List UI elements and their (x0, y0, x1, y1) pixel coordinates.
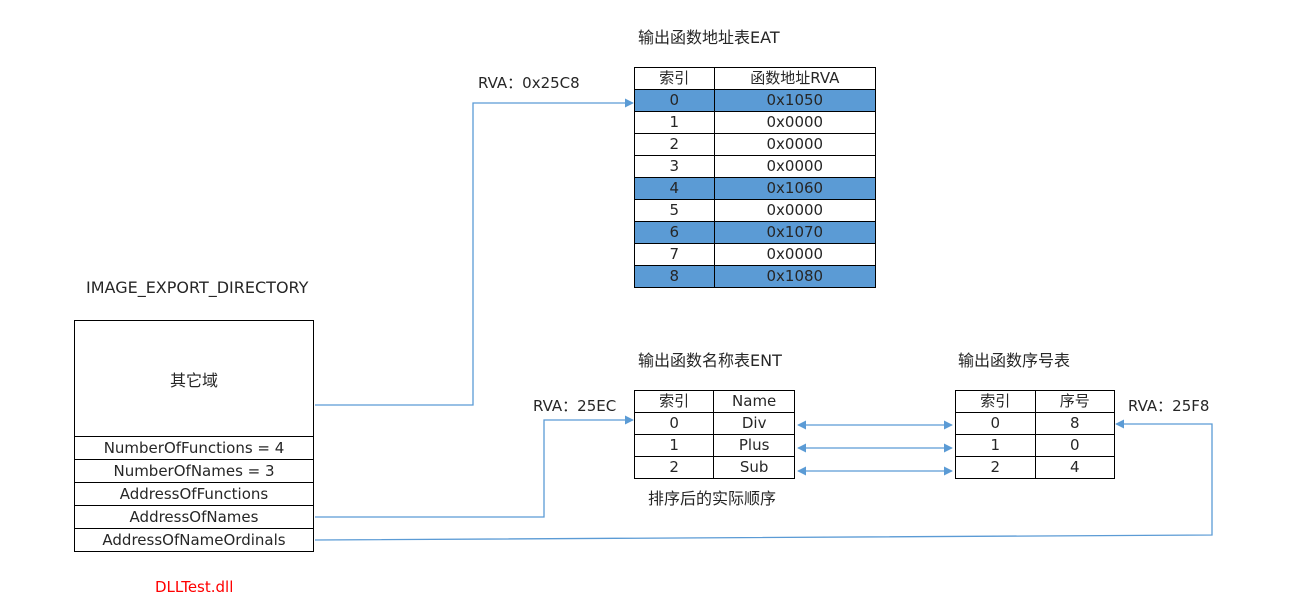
eat-row-address: 0x0000 (713, 199, 877, 222)
eat-row-index: 0 (634, 89, 715, 112)
ent-header-index: 索引 (633, 390, 715, 413)
eat-title: 输出函数地址表EAT (638, 28, 780, 47)
eat-row-index: 1 (634, 111, 715, 134)
arrow-other-to-eat (315, 98, 634, 406)
ordinals-row-ordinal: 4 (1034, 456, 1115, 479)
ent-row-index: 0 (633, 412, 715, 435)
field-address-of-name-ordinals: AddressOfNameOrdinals (102, 531, 286, 549)
eat-row-index: 4 (634, 177, 715, 200)
eat-rva: RVA：0x25C8 (478, 74, 580, 92)
dll-filename: DLLTest.dll (155, 578, 234, 596)
eat-row-address: 0x0000 (713, 133, 877, 156)
eat-row-index: 8 (634, 265, 715, 288)
field-number-of-functions: NumberOfFunctions = 4 (75, 437, 313, 460)
ordinals-row-ordinal: 8 (1034, 412, 1115, 435)
arrow-names-to-ent (315, 415, 634, 518)
eat-row-address: 0x1080 (713, 265, 877, 288)
eat-row-index: 3 (634, 155, 715, 178)
ordinals-title: 输出函数序号表 (958, 351, 1071, 370)
ent-row-index: 2 (633, 456, 715, 479)
ordinals-header-row: 索引 序号 (955, 390, 1115, 413)
eat-header-row: 索引 函数地址RVA (634, 67, 877, 90)
ent-title: 输出函数名称表ENT (638, 351, 782, 370)
eat-row-address: 0x1060 (713, 177, 877, 200)
ent-note: 排序后的实际顺序 (648, 489, 777, 508)
eat-row-address: 0x0000 (713, 111, 877, 134)
eat-row-address: 0x0000 (713, 243, 877, 266)
ent-row-index: 1 (633, 434, 715, 457)
ent-header-row: 索引 Name (633, 390, 795, 413)
ordinals-rva: RVA：25F8 (1128, 397, 1210, 415)
eat-row-address: 0x0000 (713, 155, 877, 178)
eat-row-address: 0x1050 (713, 89, 877, 112)
ent-rva: RVA：25EC (533, 397, 617, 415)
ent-row-name: Sub (713, 456, 795, 479)
ent-row-name: Div (713, 412, 795, 435)
eat-row-address: 0x1070 (713, 221, 877, 244)
eat-row-index: 6 (634, 221, 715, 244)
eat-header-rva: 函数地址RVA (713, 67, 877, 90)
ordinals-row-index: 2 (955, 456, 1036, 479)
ordinals-row-index: 0 (955, 412, 1036, 435)
field-number-of-names: NumberOfNames = 3 (75, 460, 313, 483)
field-address-of-names: AddressOfNames (75, 506, 313, 529)
eat-row-index: 2 (634, 133, 715, 156)
ordinals-row-index: 1 (955, 434, 1036, 457)
ordinals-header-ordinal: 序号 (1034, 390, 1115, 413)
eat-header-index: 索引 (634, 67, 715, 90)
eat-row-index: 7 (634, 243, 715, 266)
ordinals-row-ordinal: 0 (1034, 434, 1115, 457)
ent-row-name: Plus (713, 434, 795, 457)
export-directory-box: 其它域 NumberOfFunctions = 4 NumberOfNames … (74, 320, 314, 552)
arrow-ordinals-to-ordtable (314, 419, 1213, 541)
eat-row-index: 5 (634, 199, 715, 222)
ent-header-name: Name (713, 390, 795, 413)
other-fields: 其它域 (75, 321, 313, 437)
field-address-of-functions: AddressOfFunctions (75, 483, 313, 506)
ordinals-header-index: 索引 (955, 390, 1036, 413)
export-directory-title: IMAGE_EXPORT_DIRECTORY (86, 278, 309, 297)
